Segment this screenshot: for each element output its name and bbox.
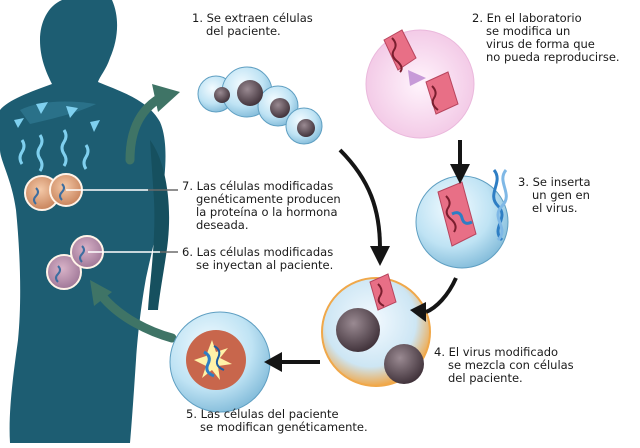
step-3-line-3: el virus. — [532, 201, 578, 215]
inserted-gene — [451, 211, 473, 225]
step-1-line-1: 1. Se extraen células — [192, 11, 313, 25]
step-2-line-1: 2. En el laboratorio — [472, 11, 582, 25]
virus-mixed-with-cells — [321, 273, 431, 387]
flow-arrows — [264, 140, 470, 372]
step-5-line-1: 5. Las células del paciente — [186, 407, 339, 421]
step-5-label: 5. Las células del paciente se modifican… — [186, 408, 368, 434]
virus-modified — [425, 71, 459, 115]
leader-lines — [66, 189, 178, 253]
virus-original — [383, 29, 417, 73]
green-arrow-extract — [125, 84, 180, 165]
step-7-line-3: la proteína o la hormona — [196, 205, 338, 219]
step-1-line-2: del paciente. — [206, 24, 281, 38]
step-4-line-1: 4. El virus modificado — [434, 345, 559, 359]
step-3-line-1: 3. Se inserta — [518, 175, 591, 189]
arm-shadow — [148, 140, 170, 310]
lab-virus-modification — [365, 29, 475, 139]
step-4-line-3: del paciente. — [448, 371, 523, 385]
genetically-modified-cell — [169, 311, 271, 413]
step-2-line-4: no pueda reproducirse. — [486, 50, 620, 64]
step-3-label: 3. Se inserta un gen en el virus. — [518, 176, 591, 215]
step-7-line-4: deseada. — [196, 218, 249, 232]
human-body-silhouette — [0, 0, 170, 443]
step-7-line-2: genéticamente producen — [196, 192, 341, 206]
step-2-label: 2. En el laboratorio se modifica un viru… — [472, 12, 620, 64]
step-1-label: 1. Se extraen células del paciente. — [192, 12, 313, 38]
modification-arrow — [408, 70, 426, 86]
green-arrow-inject — [90, 280, 177, 343]
step-4-label: 4. El virus modificado se mezcla con cél… — [434, 346, 574, 385]
step-6-line-2: se inyectan al paciente. — [196, 258, 334, 272]
step-2-line-3: virus de forma que — [486, 37, 595, 51]
body-cells-upper — [24, 173, 83, 211]
step-5-line-2: se modifican genéticamente. — [200, 420, 368, 434]
step-3-line-2: un gen en — [532, 188, 590, 202]
step-2-line-2: se modifica un — [486, 24, 571, 38]
arrow-2-to-3 — [450, 140, 470, 184]
arrow-3-to-4 — [410, 277, 458, 322]
step-6-line-1: 6. Las células modificadas — [182, 245, 334, 259]
step-4-line-2: se mezcla con células — [448, 358, 574, 372]
dna-helix — [492, 169, 508, 242]
gene-insertion — [415, 169, 509, 269]
arrow-1-to-4 — [338, 148, 390, 266]
body-shape — [0, 0, 166, 443]
step-7-label: 7. Las células modificadas genéticamente… — [182, 180, 341, 232]
extracted-cells — [197, 66, 323, 145]
gene-spark — [194, 340, 232, 380]
step-7-line-1: 7. Las células modificadas — [182, 179, 334, 193]
arrow-4-to-5 — [264, 352, 320, 372]
hormone-triangles — [14, 102, 100, 172]
step-6-label: 6. Las células modificadas se inyectan a… — [182, 246, 333, 272]
